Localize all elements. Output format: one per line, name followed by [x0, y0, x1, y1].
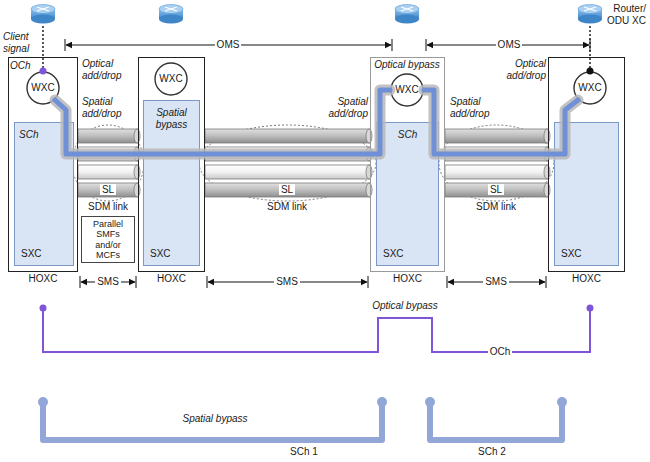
- client-link: [42, 26, 44, 71]
- device-label: Router/ ODU XC: [604, 3, 646, 26]
- switch-name: SXC: [383, 248, 404, 260]
- trace-label: OCh: [486, 346, 514, 358]
- port-label: Spatial add/drop: [450, 96, 498, 119]
- fiber-tube: [55, 90, 390, 154]
- sch-trace: [430, 402, 562, 440]
- node-name: HOXC: [371, 273, 444, 285]
- signal-label: OCh: [10, 60, 32, 72]
- trace-end: [38, 397, 48, 407]
- span-label: OMS: [492, 39, 526, 51]
- sxc-box: SChSXC: [14, 122, 74, 266]
- link-label: SDM link: [79, 201, 137, 213]
- sxc-box: SXC: [554, 122, 619, 266]
- channel-name: SCh: [19, 129, 69, 141]
- node-name: HOXC: [9, 273, 77, 285]
- channel-name: Spatial bypass: [148, 107, 195, 130]
- node-name: HOXC: [139, 273, 204, 285]
- note-box: Parallel SMFs and/or MCFs: [81, 216, 135, 263]
- link-label: SL: [485, 184, 507, 196]
- link-label: SDM link: [466, 201, 526, 213]
- hoxc-node: HOXCWXCSpatial bypassSXC: [138, 57, 205, 272]
- bypass-label: Optical bypass: [360, 300, 450, 312]
- trace-label: SCh 1: [290, 446, 334, 458]
- wxc-circle: WXC: [154, 62, 188, 96]
- hoxc-node: HOXCWXCSChSXC: [370, 57, 445, 272]
- port-label: Optical add/drop: [498, 58, 546, 81]
- switch-name: SXC: [21, 248, 42, 260]
- switch-name: SXC: [561, 248, 582, 260]
- trace-end: [40, 305, 47, 312]
- trace-end: [587, 305, 594, 312]
- span-label: SMS: [93, 276, 123, 288]
- trace-end: [557, 397, 567, 407]
- port-label: Optical add/drop: [82, 58, 130, 81]
- node-name: HOXC: [549, 273, 624, 285]
- span-label: SMS: [481, 276, 511, 288]
- router-icons: [31, 5, 602, 24]
- sms-span: [80, 276, 546, 288]
- bypass-label: Optical bypass: [371, 59, 444, 71]
- trace-label: SCh 2: [478, 446, 522, 458]
- bypass-label: Spatial bypass: [165, 413, 265, 425]
- wxc-circle: WXC: [390, 73, 424, 107]
- lightpath: [55, 90, 390, 154]
- link-label: SL: [276, 184, 298, 196]
- sch-trace: [43, 402, 382, 440]
- trace-end: [425, 397, 435, 407]
- trace-end: [377, 397, 387, 407]
- port-label: Spatial add/drop: [320, 96, 368, 119]
- note-text: Parallel SMFs and/or MCFs: [85, 219, 131, 260]
- port-label: Spatial add/drop: [82, 96, 130, 119]
- hoxc-node: HOXCWXCSXC: [548, 57, 625, 272]
- switch-name: WXC: [573, 82, 607, 94]
- sxc-box: Spatial bypassSXC: [143, 100, 200, 266]
- span-label: SMS: [272, 276, 302, 288]
- switch-name: SXC: [150, 248, 171, 260]
- wxc-circle: WXC: [26, 71, 60, 105]
- link-label: SL: [97, 184, 119, 196]
- wxc-circle: WXC: [573, 71, 607, 105]
- channel-name: SCh: [381, 129, 434, 141]
- hoxc-node: HOXCWXCSChSXC: [8, 57, 78, 272]
- signal-label: Client signal: [3, 31, 43, 54]
- switch-name: WXC: [154, 73, 188, 85]
- link-label: SDM link: [257, 201, 317, 213]
- client-link: [589, 26, 591, 71]
- switch-name: WXC: [26, 82, 60, 94]
- oms-span: [65, 39, 590, 51]
- switch-name: WXC: [390, 84, 424, 96]
- span-label: OMS: [211, 39, 245, 51]
- sxc-box: SChSXC: [376, 122, 439, 266]
